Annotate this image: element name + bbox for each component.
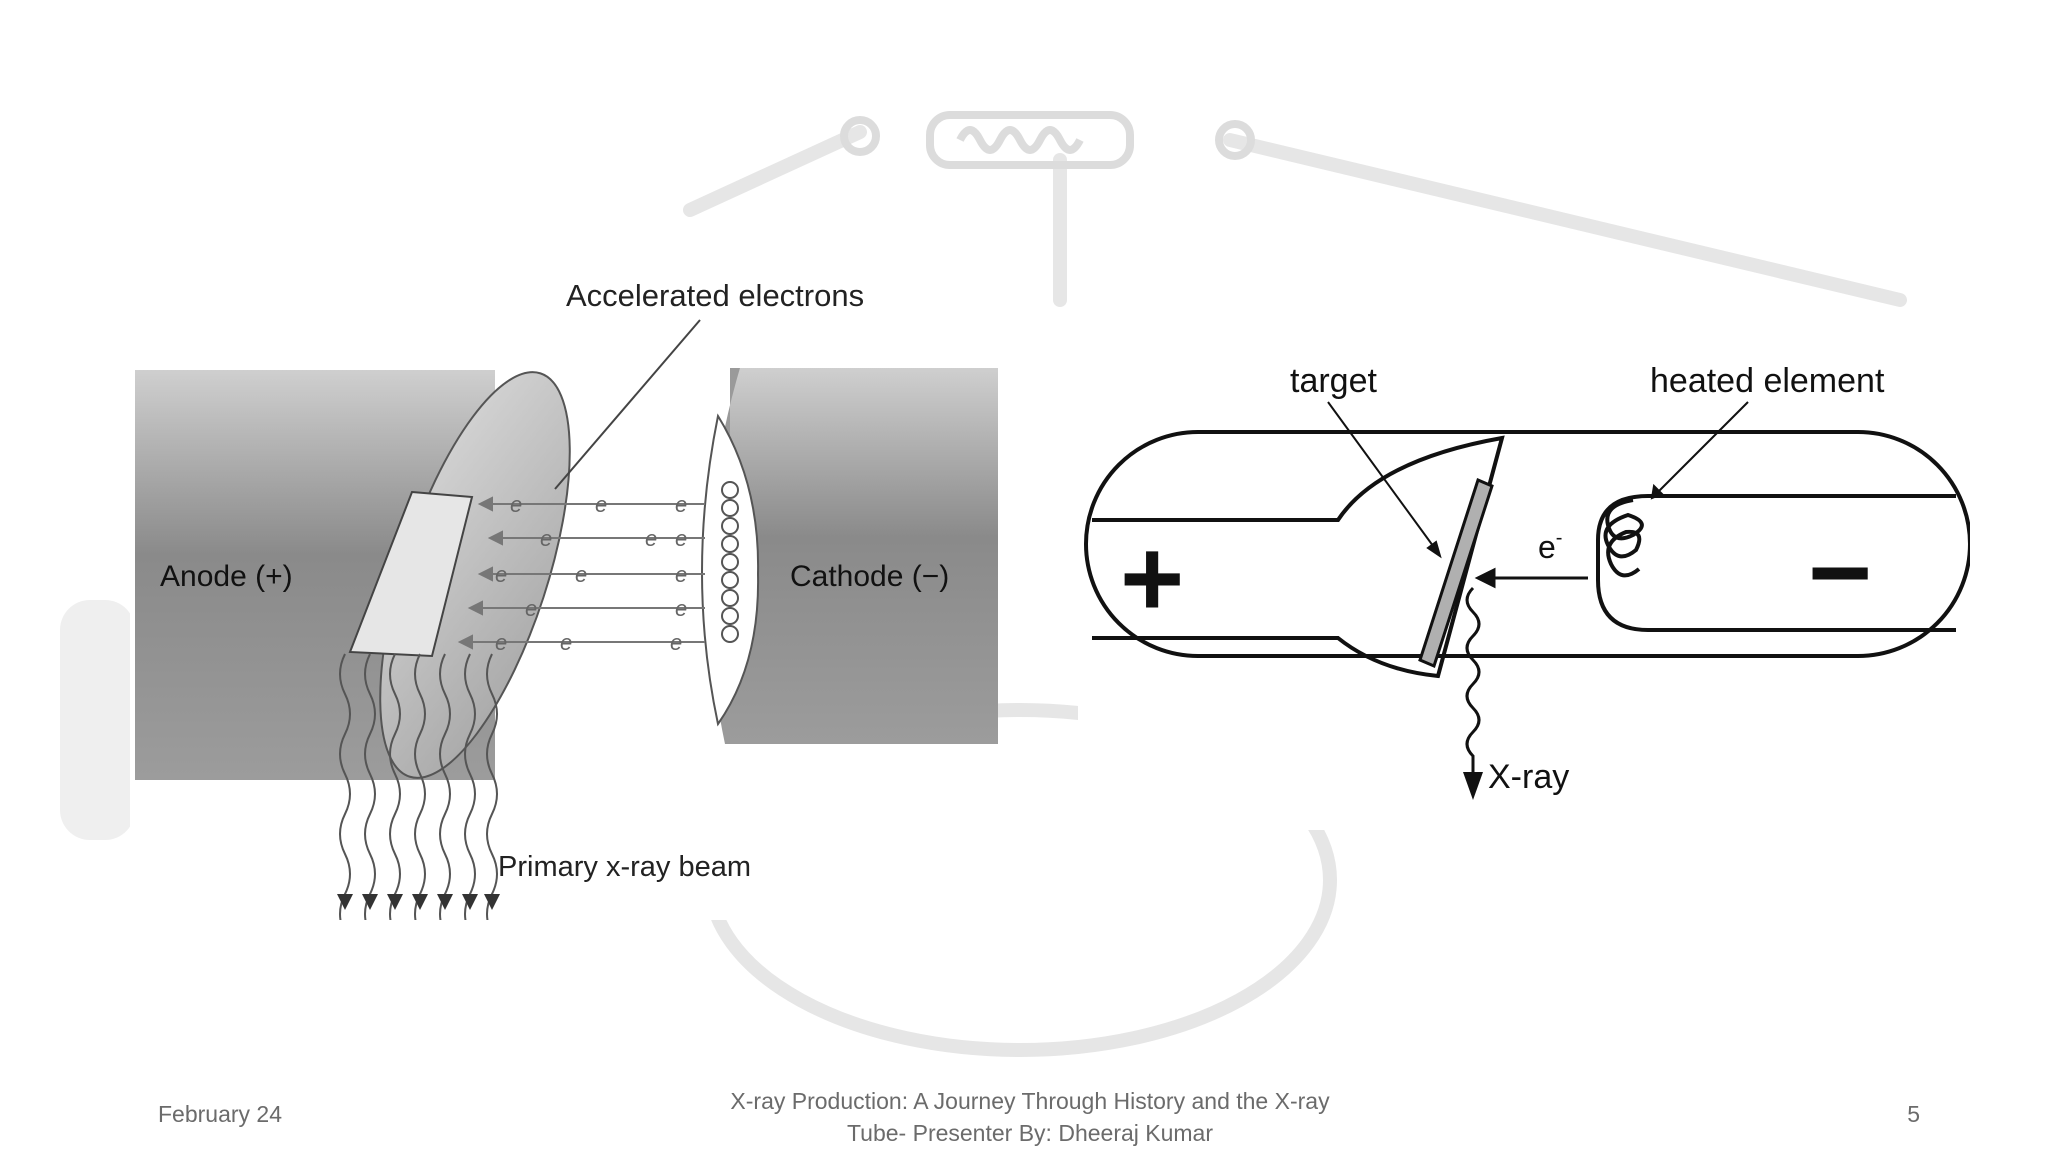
- xray-wave: [1465, 586, 1481, 786]
- anode-cathode-diagram: e e e e e e e e e e e e e e: [130, 284, 998, 920]
- xray-label: X-ray: [1488, 758, 1569, 796]
- svg-text:e: e: [675, 562, 687, 587]
- svg-text:e: e: [575, 562, 587, 587]
- tube-envelope: [1084, 430, 1970, 658]
- svg-text:e: e: [540, 526, 552, 551]
- cathode-cylinder: [701, 368, 998, 744]
- svg-text:e: e: [495, 562, 507, 587]
- footer-date: February 24: [158, 1101, 283, 1127]
- svg-text:e: e: [675, 492, 687, 517]
- electron-label: e-: [1538, 527, 1562, 565]
- plus-sign: +: [1120, 517, 1184, 640]
- svg-text:e: e: [525, 596, 537, 621]
- minus-sign: −: [1808, 511, 1872, 634]
- xray-arrowheads: [337, 894, 500, 910]
- xray-arrowhead: [1463, 772, 1483, 800]
- target-label: target: [1290, 362, 1377, 400]
- svg-text:e: e: [495, 630, 507, 655]
- footer-title-line1: X-ray Production: A Journey Through Hist…: [730, 1088, 1330, 1114]
- svg-text:e: e: [510, 492, 522, 517]
- svg-text:e: e: [560, 630, 572, 655]
- footer-title-line2: Tube- Presenter By: Dheeraj Kumar: [846, 1120, 1214, 1146]
- heated-pointer: [1657, 401, 1749, 493]
- filament-coil: [721, 481, 739, 643]
- primary-beam-label: Primary x-ray beam: [498, 851, 751, 883]
- electron-symbols: e e e e e e e e e e e e e e: [495, 492, 687, 655]
- svg-text:e: e: [645, 526, 657, 551]
- cathode-label: Cathode (−): [790, 560, 949, 593]
- svg-text:e: e: [675, 596, 687, 621]
- accelerated-pointer-line: [554, 319, 701, 490]
- anode-cylinder: [135, 370, 571, 780]
- target-plate: [1418, 477, 1494, 669]
- heated-element-label: heated element: [1650, 362, 1885, 400]
- page-number: 5: [1907, 1101, 1920, 1127]
- xray-tube-schematic: + − target heated element e- X-ray: [1078, 340, 1970, 830]
- xray-waves: [339, 653, 498, 920]
- anode-label: Anode (+): [160, 560, 293, 593]
- anode-stem: [1092, 435, 1505, 679]
- heated-coil: [1603, 498, 1644, 578]
- accelerated-electrons-label: Accelerated electrons: [566, 284, 864, 313]
- electron-beam-arrows: [457, 496, 705, 650]
- svg-text:e: e: [675, 526, 687, 551]
- footer-title: X-ray Production: A Journey Through Hist…: [700, 1085, 1360, 1149]
- anode-target: [348, 490, 474, 658]
- cathode-stem: [1596, 494, 1956, 632]
- target-pointer: [1327, 401, 1437, 551]
- svg-text:e: e: [595, 492, 607, 517]
- electron-arrow: [1474, 567, 1588, 589]
- svg-text:e: e: [670, 630, 682, 655]
